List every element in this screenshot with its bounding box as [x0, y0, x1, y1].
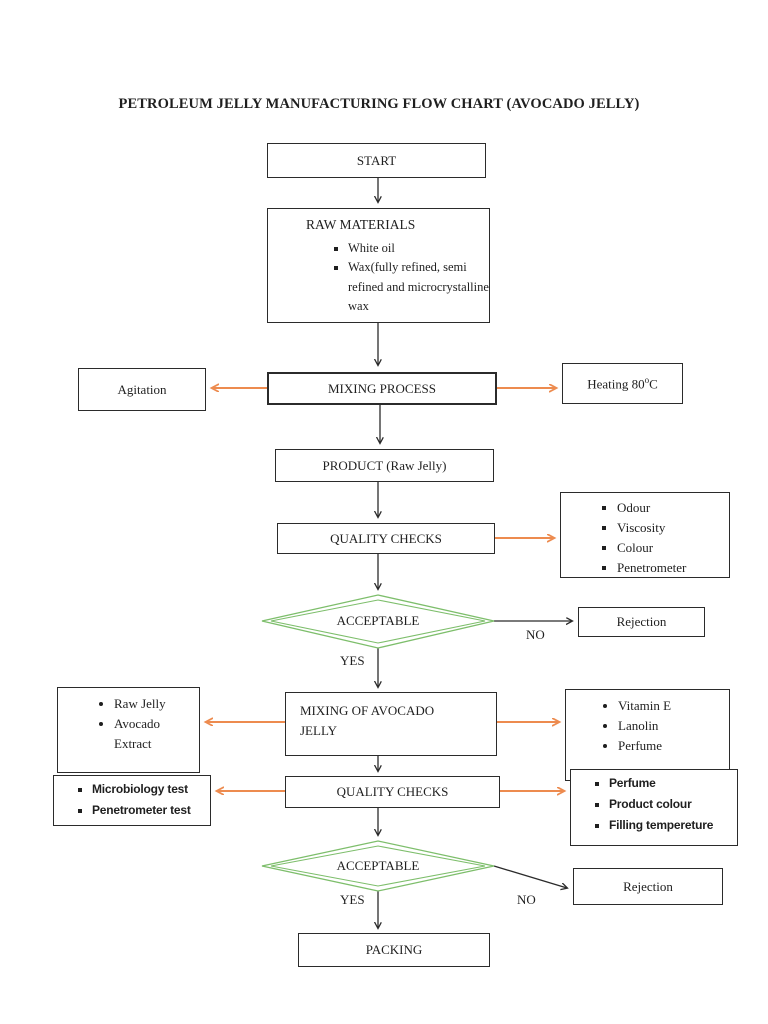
node-quality-checks-2: QUALITY CHECKS	[285, 776, 500, 808]
node-rejection-1: Rejection	[578, 607, 705, 637]
raw-materials-heading: RAW MATERIALS	[306, 217, 416, 232]
node-mixing-avocado-label: MIXING OF AVOCADO JELLY	[300, 703, 435, 739]
yes-label-1: YES	[340, 653, 365, 668]
node-acceptable-2: ACCEPTABLE	[336, 858, 420, 873]
lab-test-item: Penetrometer test	[92, 800, 210, 821]
node-rejection-1-label: Rejection	[616, 614, 667, 629]
node-packing: PACKING	[298, 933, 490, 967]
node-product-label: PRODUCT (Raw Jelly)	[322, 457, 447, 473]
yes-label-2: YES	[340, 892, 365, 907]
chart-title: PETROLEUM JELLY MANUFACTURING FLOW CHART…	[118, 96, 640, 112]
node-product: PRODUCT (Raw Jelly)	[275, 449, 494, 482]
node-quality-checks-2-label: QUALITY CHECKS	[336, 784, 449, 799]
arrow-acceptable2-no-to-rejection	[493, 865, 567, 888]
quality-param: Filling tempereture	[609, 815, 737, 836]
raw-material-item: Wax(fully refined, semi refined and micr…	[348, 258, 489, 316]
lab-test-item: Microbiology test	[92, 779, 210, 800]
no-label-2: NO	[517, 892, 536, 907]
additive-item: Perfume	[618, 736, 729, 756]
avocado-input: Avocado Extract	[114, 714, 199, 754]
quality-param: Product colour	[609, 794, 737, 815]
node-mixing-process: MIXING PROCESS	[267, 372, 497, 405]
additives-box: Vitamin E Lanolin Perfume	[565, 689, 730, 781]
additive-item: Lanolin	[618, 716, 729, 736]
node-acceptable-1: ACCEPTABLE	[336, 613, 420, 628]
node-mixing-avocado: MIXING OF AVOCADO JELLY	[285, 692, 497, 756]
node-heating-label: Heating 80oC	[587, 374, 658, 392]
node-rejection-2: Rejection	[573, 868, 723, 905]
additive-item: Vitamin E	[618, 696, 729, 716]
quality-param: Perfume	[609, 773, 737, 794]
raw-material-item: White oil	[348, 239, 489, 258]
avocado-inputs-box: Raw Jelly Avocado Extract	[57, 687, 200, 773]
avocado-input: Raw Jelly	[114, 694, 199, 714]
node-start-label: START	[356, 152, 397, 168]
node-rejection-2-label: Rejection	[623, 878, 673, 894]
quality-param: Viscosity	[617, 518, 729, 538]
quality-param: Penetrometer	[617, 558, 729, 578]
node-agitation: Agitation	[78, 368, 206, 411]
node-quality-checks-1-label: QUALITY CHECKS	[330, 530, 442, 546]
node-heating: Heating 80oC	[562, 363, 683, 404]
node-raw-materials: RAW MATERIALS White oil Wax(fully refine…	[267, 208, 490, 323]
node-agitation-label: Agitation	[117, 381, 167, 397]
quality-param: Odour	[617, 498, 729, 518]
quality-params-1-box: Odour Viscosity Colour Penetrometer	[560, 492, 730, 578]
lab-tests-box: Microbiology test Penetrometer test	[53, 775, 211, 826]
node-mixing-process-label: MIXING PROCESS	[328, 380, 436, 396]
node-quality-checks-1: QUALITY CHECKS	[277, 523, 495, 554]
no-label-1: NO	[526, 627, 545, 642]
quality-param: Colour	[617, 538, 729, 558]
node-packing-label: PACKING	[365, 942, 423, 957]
quality-params-2-box: Perfume Product colour Filling temperetu…	[570, 769, 738, 846]
node-start: START	[267, 143, 486, 178]
